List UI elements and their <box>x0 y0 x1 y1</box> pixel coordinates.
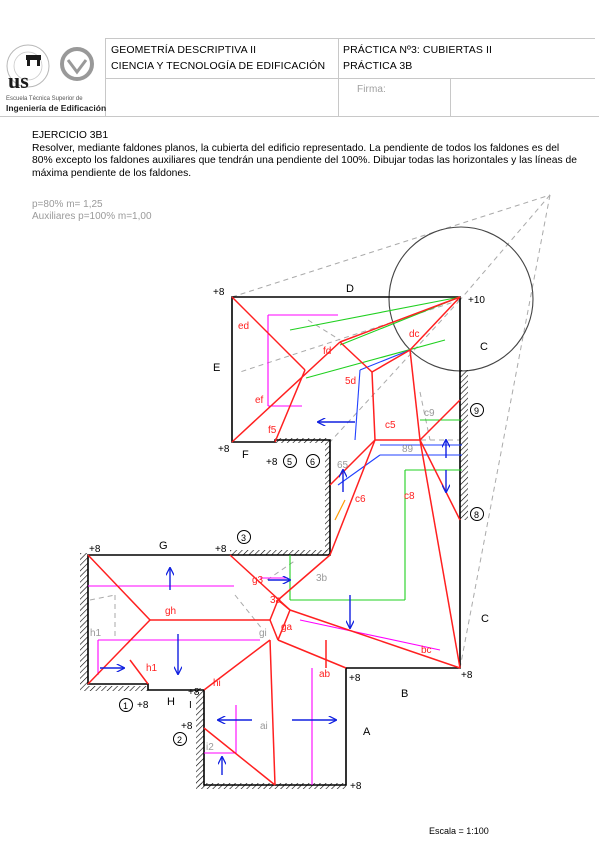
orange-line <box>334 499 346 521</box>
label-c9: c9 <box>424 408 435 419</box>
page-header: us Escuela Técnica Superior de Ingenierí… <box>0 0 599 118</box>
elev-F-left: +8 <box>218 444 230 455</box>
label-fd: fd <box>323 346 331 357</box>
label-c6: c6 <box>355 494 366 505</box>
elev-BC: +8 <box>461 670 473 681</box>
emblem-icon <box>60 47 94 81</box>
logo-letters: us <box>8 68 29 93</box>
marker-5 <box>283 454 297 468</box>
reference-markers <box>119 403 484 746</box>
label-ai: ai <box>260 721 268 732</box>
circ-label-2: 2 <box>177 735 182 745</box>
exercise-title: EJERCICIO 3B1 <box>32 130 109 141</box>
elev-G-left: +8 <box>89 544 101 555</box>
plane-labels: ed fd dc 5d ef f5 c5 c9 89 65 c6 c8 g3 3… <box>90 321 435 753</box>
label-c5: c5 <box>385 420 396 431</box>
logo-school-small: Escuela Técnica Superior de <box>6 96 83 102</box>
elev-top-right: +10 <box>468 295 485 306</box>
circ-label-8: 8 <box>474 510 479 520</box>
letter-E: E <box>213 362 220 374</box>
label-i2: i2 <box>206 742 214 753</box>
circ-label-3: 3 <box>241 533 246 543</box>
letter-B: B <box>401 688 408 700</box>
circ-label-6: 6 <box>310 457 315 467</box>
letter-A: A <box>363 726 371 738</box>
header-practice: PRÁCTICA Nº3: CUBIERTAS II <box>343 44 492 56</box>
horizontal-lines <box>88 314 441 785</box>
header-rule-bottom <box>0 116 599 117</box>
header-firma: Firma: <box>357 84 386 95</box>
marker-6 <box>306 454 320 468</box>
header-degree: CIENCIA Y TECNOLOGÍA DE EDIFICACIÓN <box>111 60 326 72</box>
emblem-mark <box>66 59 88 75</box>
label-gh: gh <box>165 606 176 617</box>
circ-label-9: 9 <box>474 406 479 416</box>
label-ab: ab <box>319 669 331 680</box>
circ-label-1: 1 <box>123 701 128 711</box>
header-rule-mid <box>105 78 595 79</box>
label-gi: gi <box>259 628 267 639</box>
elev-F-right: +8 <box>266 457 278 468</box>
ridge-lines <box>87 296 461 786</box>
label-hi: hi <box>213 678 221 689</box>
circ-label-5: 5 <box>287 457 292 467</box>
slope-parameters: p=80% m= 1,25 Auxiliares p=100% m=1,00 <box>32 199 152 223</box>
label-c8: c8 <box>404 491 415 502</box>
exercise-body: Resolver, mediante faldones planos, la c… <box>32 142 577 179</box>
label-5d: 5d <box>345 376 356 387</box>
label-f5: f5 <box>268 425 277 436</box>
label-h1: h1 <box>90 628 102 639</box>
marker-8 <box>470 507 484 521</box>
marker-1 <box>119 698 133 712</box>
seal-inner <box>13 51 43 81</box>
elev-1: +8 <box>137 700 149 711</box>
header-divider-1 <box>105 38 106 116</box>
label-h1b: h1 <box>146 663 158 674</box>
logo-school-big: Ingeniería de Edificación <box>6 103 107 113</box>
label-ef: ef <box>255 395 264 406</box>
black-labels: +8 +10 +8 +8 +8 +8 +8 +8 +8 +8 +8 +8 D E… <box>89 283 489 792</box>
header-divider-2 <box>338 38 339 116</box>
header-divider-3 <box>450 78 451 116</box>
seal-icon <box>6 44 50 88</box>
label-g3: g3 <box>252 575 264 586</box>
label-bc: bc <box>421 645 432 656</box>
slope-arrows <box>100 422 446 775</box>
letter-H: H <box>167 696 175 708</box>
header-rule-top <box>105 38 595 39</box>
building-outline <box>87 296 461 786</box>
marker-2 <box>173 732 187 746</box>
letter-D: D <box>346 283 354 295</box>
elev-bottom: +8 <box>350 781 362 792</box>
label-89: 89 <box>402 444 414 455</box>
elev-B: +8 <box>349 673 361 684</box>
elev-I: +8 <box>181 721 193 732</box>
label-3b: 3b <box>316 573 328 584</box>
letter-I: I <box>189 700 192 711</box>
header-course: GEOMETRÍA DESCRIPTIVA II <box>111 44 257 56</box>
param-aux: Auxiliares p=100% m=1,00 <box>32 211 152 222</box>
elev-top-left: +8 <box>213 287 225 298</box>
param-main: p=80% m= 1,25 <box>32 199 103 210</box>
marker-9 <box>470 403 484 417</box>
label-65: 65 <box>337 460 349 471</box>
contour-lines <box>289 296 462 601</box>
letter-G: G <box>159 540 168 552</box>
exercise-statement: EJERCICIO 3B1 Resolver, mediante faldone… <box>32 130 577 180</box>
scale-label: Escala = 1:100 <box>429 826 489 836</box>
label-dc: dc <box>409 329 420 340</box>
letter-F: F <box>242 449 249 461</box>
label-ed: ed <box>238 321 249 332</box>
construction-lines <box>89 194 551 669</box>
university-logo <box>6 44 94 88</box>
elev-G-right: +8 <box>215 544 227 555</box>
elev-H: +8 <box>188 687 200 698</box>
letter-C-right: C <box>481 613 489 625</box>
label-3a: 3a <box>270 595 282 606</box>
marker-3 <box>237 530 251 544</box>
header-practice-sub: PRÁCTICA 3B <box>343 60 413 72</box>
letter-C-top: C <box>480 341 488 353</box>
label-ga: ga <box>281 622 293 633</box>
